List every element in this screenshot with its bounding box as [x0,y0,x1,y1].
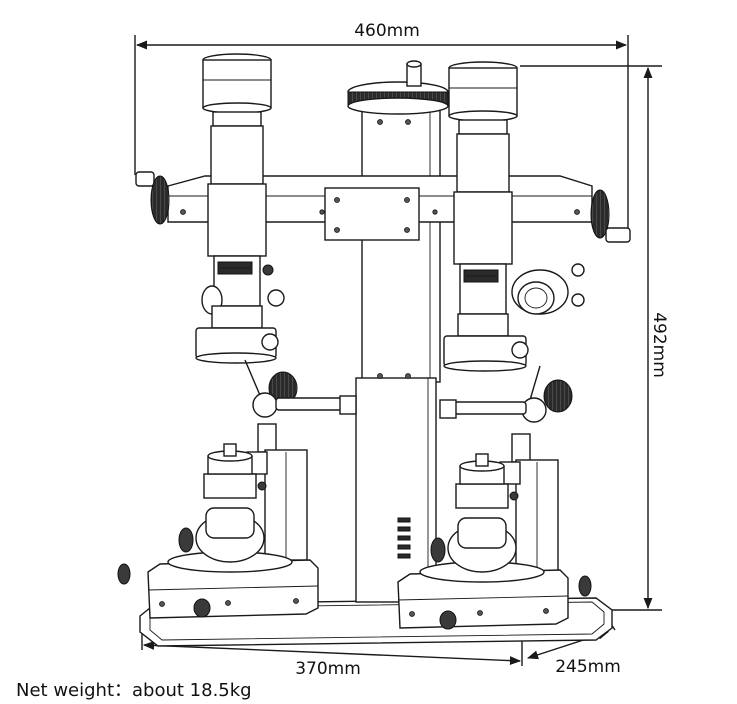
dimension-base-length: 370mm [141,625,523,679]
dimension-label-width: 460mm [354,21,420,41]
right-manipulator-arm [439,365,573,463]
left-microscope [195,53,285,364]
top-gear-wheel [347,60,449,115]
dimension-height-right: 492mm [520,65,669,611]
left-side-knob [135,171,170,225]
right-stage [397,453,592,630]
dimension-label-length: 370mm [295,659,361,679]
net-weight-caption: Net weight：about 18.5kg [16,680,252,701]
right-side-knob [590,189,631,243]
dimension-label-depth: 245mm [555,657,621,677]
dimension-width-top: 460mm [134,21,629,235]
left-manipulator-arm [244,359,357,453]
right-microscope [443,61,585,372]
left-stage [117,443,319,619]
dimension-label-height: 492mm [649,312,669,378]
led-indicators [397,517,411,559]
